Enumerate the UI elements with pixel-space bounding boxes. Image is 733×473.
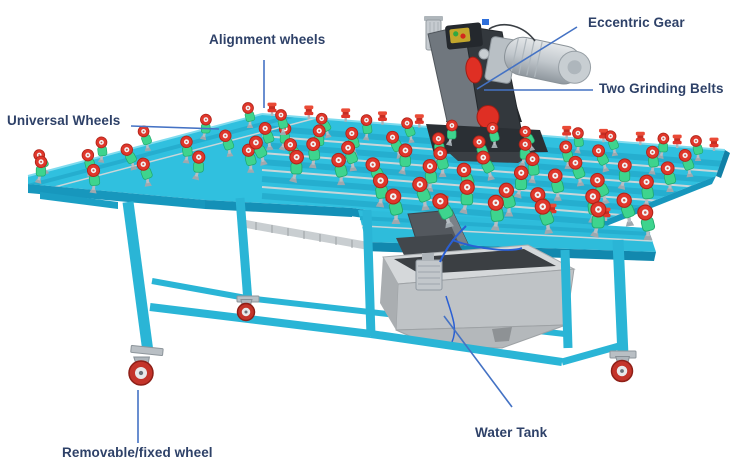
- frame-brace: [149, 303, 372, 338]
- label-universal-wheels: Universal Wheels: [7, 113, 121, 128]
- leg-right-front: [612, 239, 629, 357]
- leg-frame: [122, 197, 637, 366]
- leader-lines: [130, 26, 593, 443]
- leg-middle: [362, 209, 376, 337]
- coolant-tube: [445, 295, 456, 343]
- frame-brace: [561, 342, 620, 366]
- leader-line-universal-wheels: [130, 125, 220, 130]
- tank-spout: [492, 327, 512, 342]
- label-alignment-wheels: Alignment wheels: [209, 32, 326, 47]
- leader-line-eccentric-gear: [476, 26, 578, 90]
- casters-layer: [128, 299, 634, 386]
- glass-edge-strip: [246, 220, 374, 251]
- head-base: [426, 124, 548, 154]
- leg-front-left: [122, 201, 154, 353]
- water-pump: [415, 253, 443, 291]
- grinding-belt-roller-top: [465, 56, 483, 84]
- eccentric-gear-boss: [478, 48, 490, 60]
- frame-brace: [370, 330, 563, 366]
- tank-left-side: [380, 257, 398, 330]
- universal-wheels-layer: [33, 102, 704, 240]
- water-tank: [380, 225, 576, 349]
- indicator-lamp-icon: [482, 19, 489, 25]
- leg-rear-left: [235, 197, 253, 303]
- frame-brace: [151, 278, 247, 301]
- label-two-grinding-belts: Two Grinding Belts: [599, 81, 724, 96]
- label-removable-fixed-wheel: Removable/fixed wheel: [62, 445, 213, 460]
- control-panel: [445, 22, 483, 50]
- leader-line-water-tank: [443, 315, 513, 408]
- label-water-tank: Water Tank: [475, 425, 548, 440]
- coolant-tube: [451, 239, 523, 251]
- label-eccentric-gear: Eccentric Gear: [588, 15, 685, 30]
- motor: [484, 36, 592, 85]
- leg-right-rear: [560, 249, 573, 349]
- power-cable: [488, 24, 536, 42]
